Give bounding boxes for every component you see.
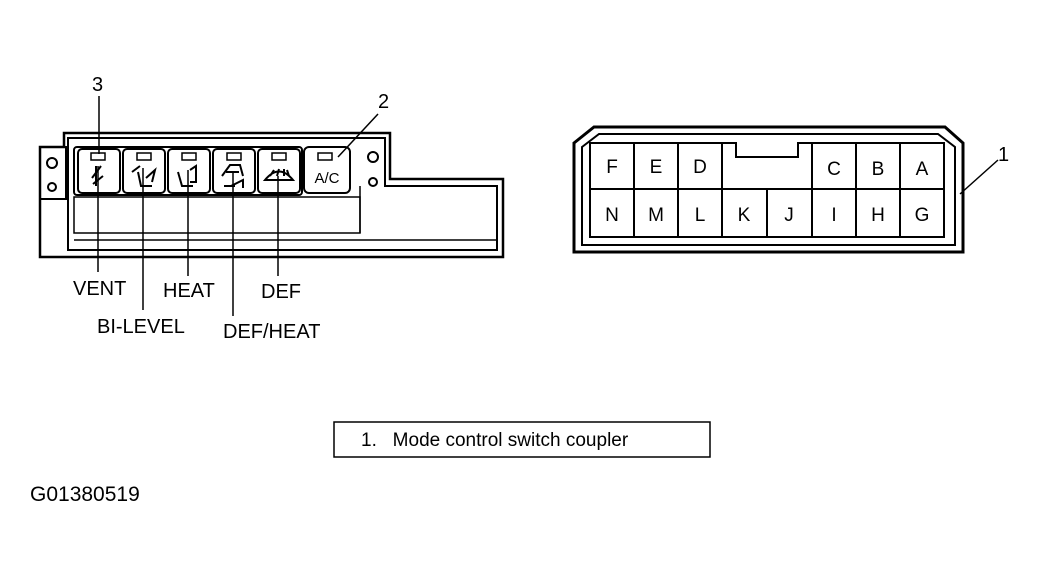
mount-hole — [46, 157, 58, 169]
pin-b: B — [872, 159, 885, 180]
ac-button-label: A/C — [314, 170, 339, 187]
pin-d: D — [693, 157, 707, 178]
mode-control-switch-coupler: F E D C B A N M L K J I H G 1 — [572, 125, 1009, 254]
def-heat-button[interactable] — [212, 148, 256, 194]
pin-n: N — [605, 205, 619, 226]
mount-hole — [368, 177, 378, 187]
pin-h: H — [871, 205, 885, 226]
pin-c: C — [827, 159, 841, 180]
label-def: DEF — [261, 281, 301, 303]
pin-i: I — [831, 205, 836, 226]
callout-2: 2 — [378, 91, 389, 113]
caption-box: 1. Mode control switch coupler — [333, 421, 711, 458]
label-def-heat: DEF/HEAT — [223, 321, 320, 343]
pin-m: M — [648, 205, 664, 226]
vent-button[interactable] — [77, 148, 121, 194]
pin-g: G — [915, 205, 930, 226]
mount-hole — [367, 151, 379, 163]
pin-f: F — [606, 157, 618, 178]
switch-panel: A/C 3 2 VENT BI-LEVEL HEAT DEF/HEAT DEF — [38, 74, 505, 343]
defrost-icon — [262, 168, 296, 181]
label-bi-level: BI-LEVEL — [97, 316, 185, 338]
bi-level-icon — [131, 165, 157, 187]
pin-k: K — [738, 205, 751, 226]
def-button[interactable] — [257, 148, 301, 194]
connector-keyway — [722, 142, 812, 158]
pin-e: E — [650, 157, 663, 178]
ac-button[interactable]: A/C — [303, 146, 351, 194]
mount-hole — [47, 182, 57, 192]
heat-button[interactable] — [167, 148, 211, 194]
pin-a: A — [916, 159, 929, 180]
label-heat: HEAT — [163, 280, 215, 302]
figure-code: G01380519 — [30, 483, 140, 506]
heat-icon — [177, 164, 197, 187]
label-vent: VENT — [73, 278, 126, 300]
callout-3: 3 — [92, 74, 103, 96]
pin-l: L — [695, 205, 706, 226]
pin-j: J — [784, 205, 794, 226]
callout-1: 1 — [998, 144, 1009, 166]
bi-level-button[interactable] — [122, 148, 166, 194]
left-mount-tab — [39, 146, 67, 200]
caption-text: 1. Mode control switch coupler — [361, 430, 629, 451]
